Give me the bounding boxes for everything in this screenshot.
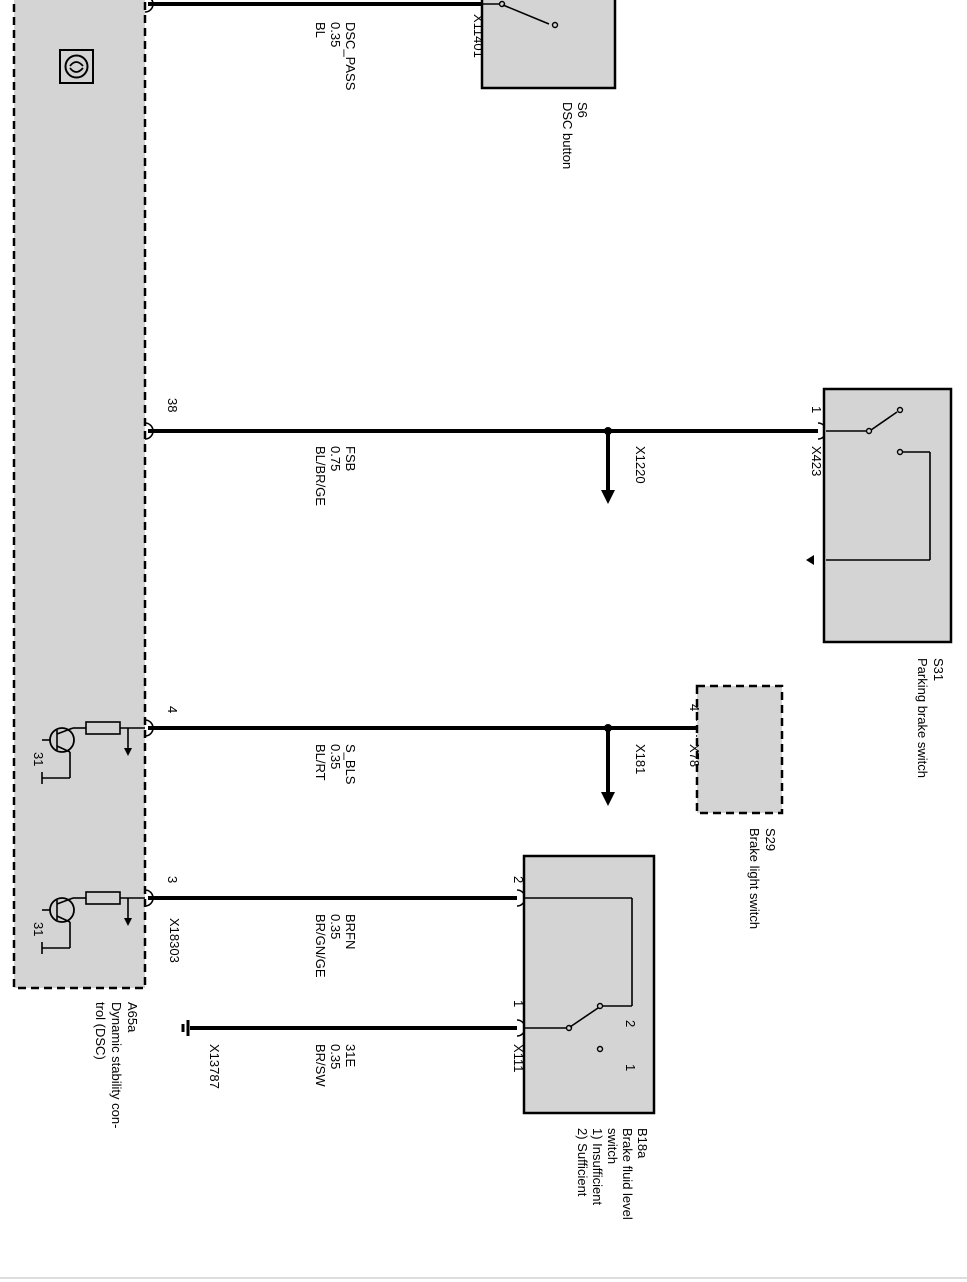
brake-light-connector: X78 (687, 744, 702, 767)
wire-dsc-pass-gauge: 0.35 (328, 22, 343, 47)
wire-dsc-pass-signal: DSC_PASS (343, 22, 358, 91)
wire-s-bls-splice: X181 (633, 744, 648, 774)
brake-fluid-contact-1: 1 (623, 1064, 638, 1071)
wire-31e-color: BR/SW (313, 1044, 328, 1087)
parking-brake-name: Parking brake switch (915, 658, 930, 778)
wire-brfn-gauge: 0.35 (328, 914, 343, 939)
brake-fluid-connector: X111 (511, 1044, 526, 1072)
parking-brake-id: S31 (931, 658, 946, 681)
wire-s-bls: 4 S_BLS 0.35 BL/RT X181 (144, 706, 705, 806)
brake-fluid-id: B18a (635, 1128, 650, 1159)
wire-dsc-pass: DSC_PASS 0.35 BL (144, 0, 482, 91)
wire-fsb-color: BL/BR/GE (313, 446, 328, 506)
dsc-internal-transistor-b: 31 (31, 891, 145, 954)
dsc-logo-icon (59, 49, 94, 84)
brake-fluid-contact-2: 2 (623, 1020, 638, 1027)
dsc-button-component: X11401 S6 DSC button (471, 0, 617, 169)
splice-arrow-icon (601, 490, 615, 504)
dsc-module-id: A65a (125, 1002, 140, 1033)
brake-light-name: Brake light switch (747, 828, 762, 929)
dsc-button-connector: X11401 (471, 14, 486, 58)
wire-s-bls-signal: S_BLS (343, 744, 358, 785)
wire-s-bls-pin: 4 (165, 706, 180, 713)
brake-light-id: S29 (763, 828, 778, 851)
wire-brfn-signal: BRFN (343, 914, 358, 949)
dsc-module: 31 31 A65a Dynamic stability con- trol (… (12, 0, 182, 1128)
parking-brake-pin: 1 (809, 406, 824, 413)
brake-fluid-switch-component: 2 1 2 1 X111 B18a Brake fluid level swit… (511, 854, 656, 1220)
wire-31e-ground: X13787 (207, 1044, 222, 1089)
dsc-module-name-line2: trol (DSC) (93, 1002, 108, 1060)
ground-label-31-b: 31 (31, 922, 46, 936)
wire-31e-gauge: 0.35 (328, 1044, 343, 1069)
wire-fsb-signal: FSB (343, 446, 358, 471)
wire-brfn: 3 BRFN 0.35 BR/GN/GE (144, 876, 526, 978)
wire-s-bls-gauge: 0.35 (328, 744, 343, 769)
dsc-button-id: S6 (575, 102, 590, 118)
ground-label-31-a: 31 (31, 752, 46, 766)
dsc-internal-transistor-a: 31 (31, 721, 145, 784)
splice-arrow-icon (601, 792, 615, 806)
wire-brfn-color: BR/GN/GE (313, 914, 328, 978)
wire-fsb-splice: X1220 (633, 446, 648, 484)
dsc-module-name-line1: Dynamic stability con- (109, 1002, 124, 1128)
wire-31e: X13787 31E 0.35 BR/SW (181, 1019, 526, 1089)
wire-31e-signal: 31E (343, 1044, 358, 1067)
wire-brfn-pin: 3 (165, 876, 180, 883)
dsc-connector-label: X18303 (167, 918, 182, 963)
wire-fsb: 38 FSB 0.75 BL/BR/GE X1220 (144, 398, 827, 506)
wire-s-bls-color: BL/RT (313, 744, 328, 781)
brake-fluid-name-line2: switch (605, 1128, 620, 1164)
brake-light-switch-component: 4 X78 S29 Brake light switch (687, 684, 784, 929)
brake-fluid-pin-top: 2 (511, 876, 526, 883)
wire-dsc-pass-color: BL (313, 22, 328, 38)
wire-fsb-pin: 38 (165, 398, 180, 412)
wire-fsb-gauge: 0.75 (328, 446, 343, 471)
ground-icon (181, 1020, 190, 1036)
brake-fluid-state-1: 1) Insufficient (590, 1128, 605, 1205)
dsc-button-name: DSC button (560, 102, 575, 169)
parking-brake-connector: X423 (809, 446, 824, 476)
brake-fluid-name-line1: Brake fluid level (620, 1128, 635, 1220)
brake-fluid-state-2: 2) Sufficient (575, 1128, 590, 1197)
brake-light-pin: 4 (687, 704, 702, 711)
parking-brake-switch-component: 1 X423 S31 Parking brake switch (806, 387, 953, 778)
brake-fluid-pin-bottom: 1 (511, 1000, 526, 1007)
